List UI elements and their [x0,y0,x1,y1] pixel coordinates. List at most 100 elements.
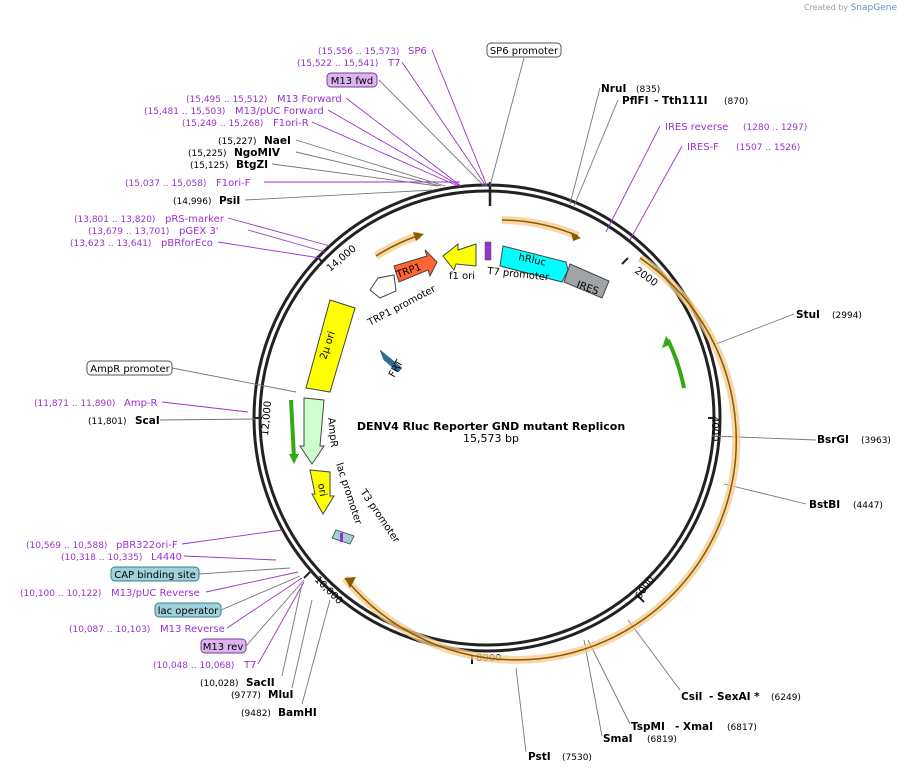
enzyme-bamhi-name[interactable]: BamHI [278,707,317,719]
enzyme-csii-name[interactable]: CsiI [681,691,702,703]
primer-m13pucr-name[interactable]: M13/pUC Reverse [111,588,200,599]
box-m13-fwd[interactable] [326,72,378,88]
leader-line [281,583,303,677]
primer-iresf-name[interactable]: IRES-F [687,142,719,153]
primer-prs-name[interactable]: pRS-marker [165,214,225,225]
T3-promoter-feature[interactable] [340,533,343,542]
label-ori: ori [315,483,328,498]
T7-promoter-feature[interactable] [484,241,492,261]
box-m13-rev-label: M13 rev [203,642,244,653]
enzyme-ngomiv-name[interactable]: NgoMIV [234,147,281,159]
enzyme-naei-name[interactable]: NaeI [264,135,291,147]
enzyme-sexai-name[interactable]: - SexAI * [709,691,760,703]
primer-pbr322-pos: (10,569 .. 10,588) [26,541,107,551]
ori-feature[interactable] [309,469,335,515]
2mu-ori-feature[interactable] [305,299,356,393]
primer-iresf-pos: (1507 .. 1526) [736,143,800,153]
box-cap-binding-site-label: CAP binding site [114,570,196,581]
primer-f1orir-name[interactable]: F1ori-R [273,118,309,129]
box-cap-binding-site[interactable] [110,566,200,582]
enzyme-xmai-name[interactable]: - XmaI [675,721,713,733]
primer-iresrev-name[interactable]: IRES reverse [665,122,728,133]
primer-m13pucr-pos: (10,100 .. 10,122) [20,589,101,599]
enzyme-mlui-pos: (9777) [231,691,261,701]
enzyme-nrui-pos: (835) [636,85,660,95]
box-ampr-promoter[interactable] [86,360,173,376]
leader-lines [159,49,817,753]
green-arrow-right[interactable] [666,339,686,389]
enzyme-ngomiv-pos: (15,225) [188,149,227,159]
primer-t7b-name[interactable]: T7 [243,660,256,671]
enzyme-psti-name[interactable]: PstI [528,751,551,763]
leader-line [291,599,313,689]
snapgene-logo: SnapGene [850,3,897,13]
primer-t7b-pos: (10,048 .. 10,068) [153,661,234,671]
leader-line [257,581,305,665]
leader-line [345,97,462,187]
green-arrow-left[interactable] [289,399,296,459]
leader-line [247,229,326,253]
orange-cds-arrowhead [345,577,356,588]
enzyme-bsrgi-name[interactable]: BsrGI [817,434,849,446]
leader-line [220,575,301,611]
primer-sp6-name[interactable]: SP6 [408,46,427,57]
box-lac-operator[interactable] [154,602,222,618]
TRP1-promoter-feature[interactable] [369,274,397,299]
enzyme-bstbi-name[interactable]: BstBI [809,499,840,511]
enzyme-pflfi-pos: (870) [724,97,748,107]
primer-ampr-name[interactable]: Amp-R [124,398,158,409]
enzyme-psii-name[interactable]: PsiI [219,195,240,207]
enzyme-sacii-name[interactable]: SacII [246,677,275,689]
green-arrow-left-head [289,454,299,464]
IRES-feature[interactable] [563,263,610,299]
primer-m13pucf-name[interactable]: M13/pUC Forward [235,106,324,117]
hRluc-feature[interactable] [499,245,569,283]
leader-line [171,367,297,393]
label-f1-ori: f1 ori [449,271,475,282]
f1-ori-feature[interactable] [442,242,477,272]
orange-cds-arc[interactable] [344,257,737,661]
plasmid-size: 15,573 bp [463,432,519,445]
primer-sp6-pos: (15,556 .. 15,573) [318,47,399,57]
enzyme-stui-name[interactable]: StuI [796,309,820,321]
enzyme-pflfi-name[interactable]: PflFI [622,95,649,107]
primer-pgex-name[interactable]: pGEX 3' [179,226,219,237]
plasmid-name: DENV4 Rluc Reporter GND mutant Replicon [357,420,625,433]
tick-label: 12,000 [260,400,274,436]
box-sp6-promoter[interactable] [486,42,562,58]
box-m13-rev[interactable] [200,638,247,654]
enzyme-scai-name[interactable]: ScaI [135,415,160,427]
enzyme-smai-name[interactable]: SmaI [603,733,633,745]
leader-line [226,577,303,629]
tick-label: 4000 [709,416,720,441]
leader-line [271,163,439,187]
primer-m13f-name[interactable]: M13 Forward [277,94,342,105]
primer-pbr322-name[interactable]: pBR322ori-F [116,540,178,551]
enzyme-tspmi-name[interactable]: TspMI [631,721,665,733]
primer-m13r-name[interactable]: M13 Reverse [160,624,225,635]
primer-f1orif-pos: (15,037 .. 15,058) [125,179,206,189]
enzyme-tth111i-name[interactable]: - Tth111I [654,95,708,107]
primer-l4440-name[interactable]: L4440 [151,552,182,563]
primer-f1orif-name[interactable]: F1ori-F [216,178,251,189]
primer-pbr-name[interactable]: pBRforEco [161,238,213,249]
TRP1-feature[interactable] [393,249,438,283]
primer-iresrev-pos: (1280 .. 1297) [743,123,807,133]
leader-line [301,599,331,705]
enzyme-tspmi-pos: (6817) [727,723,757,733]
leader-line [401,61,487,187]
leader-line [205,571,299,593]
enzyme-nrui-name[interactable]: NruI [601,83,626,95]
leader-line [605,125,661,233]
enzyme-btgzi-name[interactable]: BtgZI [236,159,268,171]
enzyme-mlui-name[interactable]: MluI [268,689,293,701]
enzyme-sacii-pos: (10,028) [200,679,239,689]
primer-ampr-pos: (11,871 .. 11,890) [34,399,115,409]
AmpR-feature[interactable] [299,397,325,465]
box-sp6-promoter-label: SP6 promoter [490,46,559,57]
leader-line [627,619,681,691]
FRT-feature[interactable] [379,349,403,373]
leader-line [569,87,601,205]
primer-t7-name[interactable]: T7 [387,58,400,69]
